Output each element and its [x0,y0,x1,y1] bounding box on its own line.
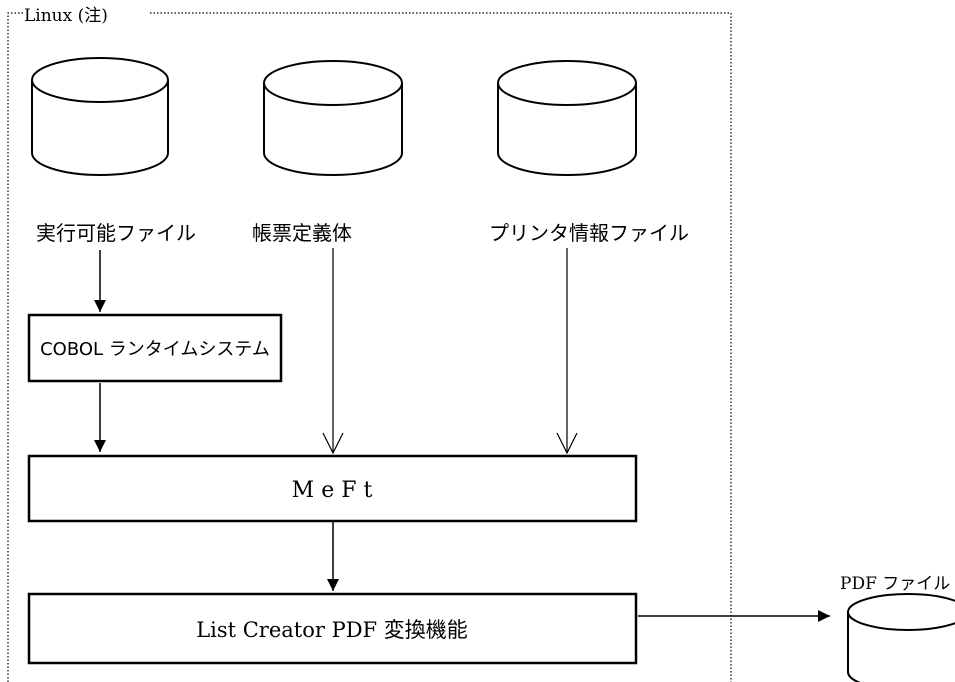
linux-region: Linux (注) [7,6,732,682]
arrow-printer-info-to-meft [556,248,578,455]
cobol-runtime-label: COBOL ランタイムシステム [40,339,270,360]
meft-label: M e F t [292,478,373,503]
pdf-file-cylinder [847,593,955,682]
linux-region-label: Linux (注) [24,6,108,26]
pdf-converter-box: List Creator PDF 変換機能 [27,592,638,665]
cobol-runtime-box: COBOL ランタイムシステム [27,313,283,383]
executable-file-label: 実行可能ファイル [36,221,196,245]
executable-file-cylinder [31,57,169,176]
printer-info-file-label: プリンタ情報ファイル [489,221,689,245]
pdf-file-label: PDF ファイル [840,574,950,594]
meft-box: M e F t [27,454,638,523]
pdf-converter-label: List Creator PDF 変換機能 [196,618,468,642]
arrow-form-definition-to-meft [322,248,344,455]
form-definition-label: 帳票定義体 [252,221,352,245]
printer-info-file-cylinder [497,60,637,176]
form-definition-cylinder [263,60,403,176]
